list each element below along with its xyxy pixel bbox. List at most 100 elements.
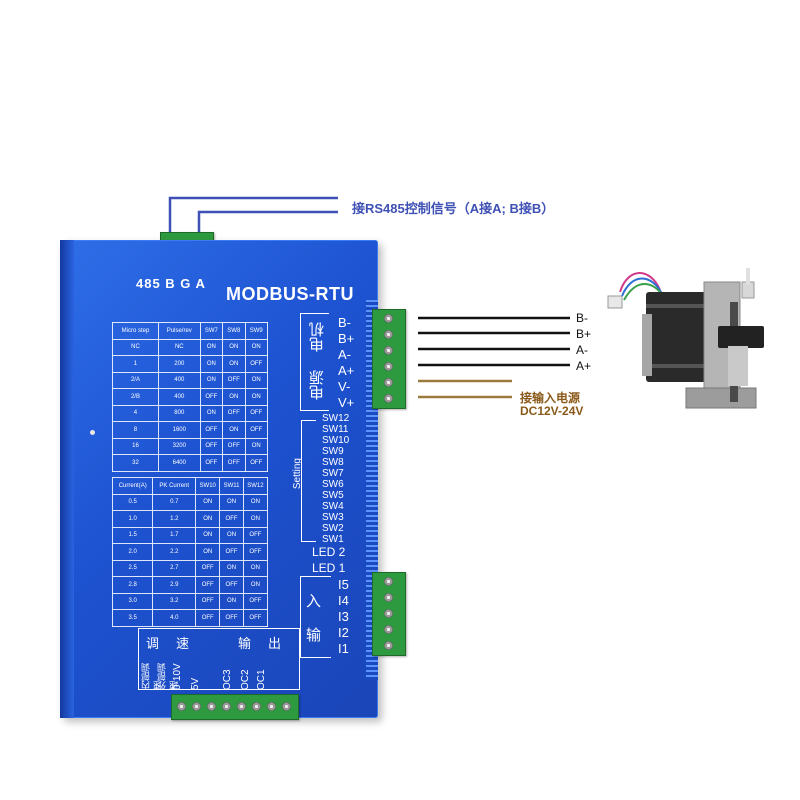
pin-label: V- <box>338 379 351 394</box>
terminal-screw <box>282 702 291 711</box>
table-cell: OFF <box>199 388 224 406</box>
switch-label: SW10 <box>322 435 350 446</box>
input-char-2: 输 <box>306 626 322 644</box>
table-cell: 2.5 <box>111 559 154 577</box>
table-cell: NC <box>112 338 159 356</box>
settings-bracket <box>301 420 316 542</box>
table-cell: ON <box>242 493 269 511</box>
table-cell: 1.7 <box>152 526 197 544</box>
pin-label: A- <box>338 347 351 362</box>
output-char-1: 输 <box>238 637 252 652</box>
table-cell: 400 <box>157 371 201 389</box>
rs485-line-inner <box>197 210 338 232</box>
rs485-note: 接RS485控制信号（A接A; B接B） <box>352 201 555 216</box>
terminal-screw <box>237 702 246 711</box>
bottom-pin-label: 0-10V <box>172 663 183 690</box>
switch-label: SW7 <box>322 468 344 479</box>
rs485-line-outer <box>168 196 338 232</box>
terminal-screw <box>222 702 231 711</box>
table-cell: SW10 <box>195 477 221 495</box>
table-cell: 2.7 <box>152 559 197 577</box>
terminal-screw <box>384 314 393 323</box>
table-cell: 1.2 <box>152 510 197 528</box>
terminal-screw <box>252 702 261 711</box>
terminal-screw <box>384 593 393 602</box>
table-cell: OFF <box>222 404 246 422</box>
table-cell: Pulse/rev <box>157 322 201 340</box>
input-label: I1 <box>338 641 349 656</box>
bottom-pin-label: OC3 <box>222 669 233 690</box>
table-cell: OFF <box>195 609 221 627</box>
table-cell: OFF <box>244 421 269 439</box>
table-cell: 800 <box>157 404 201 422</box>
table-cell: Micro step <box>112 322 159 340</box>
table-cell: OFF <box>199 437 224 455</box>
terminal-screw <box>384 362 393 371</box>
switch-label: SW11 <box>322 424 349 435</box>
mount-hole <box>90 430 95 435</box>
table-cell: OFF <box>219 609 244 627</box>
table-cell: ON <box>195 510 221 528</box>
table-cell: 0.7 <box>152 493 197 511</box>
table-cell: 16 <box>112 437 159 455</box>
stepper-motor-image <box>607 268 764 409</box>
table-cell: 3.0 <box>111 592 154 610</box>
table-cell: Current(A) <box>111 477 154 495</box>
table-cell: 6400 <box>157 454 201 472</box>
terminal-screw <box>384 641 393 650</box>
led-1-label: LED 1 <box>312 561 346 575</box>
table-cell: OFF <box>242 609 269 627</box>
table-cell: OFF <box>199 454 224 472</box>
settings-label: Setting <box>292 458 303 490</box>
table-cell: SW7 <box>199 322 224 340</box>
table-cell: NC <box>157 338 201 356</box>
pin-label: B+ <box>338 331 355 346</box>
table-cell: 3.2 <box>152 592 197 610</box>
bottom-pin-label: 5V <box>190 677 201 690</box>
driver-edge <box>60 240 74 718</box>
input-label: I5 <box>338 577 349 592</box>
table-cell: OFF <box>195 592 221 610</box>
switch-label: SW1 <box>322 534 344 545</box>
terminal-screw <box>384 625 393 634</box>
switch-label: SW5 <box>322 490 344 501</box>
switch-label: SW2 <box>322 523 344 534</box>
table-cell: ON <box>219 559 244 577</box>
pin-label: A+ <box>338 363 355 378</box>
table-cell: OFF <box>242 543 269 561</box>
switch-label: SW9 <box>322 446 344 457</box>
terminal-screw <box>384 609 393 618</box>
driver-title: MODBUS-RTU <box>226 284 354 304</box>
switch-label: SW8 <box>322 457 344 468</box>
table-cell: OFF <box>219 510 244 528</box>
terminal-screw <box>384 394 393 403</box>
table-cell: OFF <box>242 592 269 610</box>
table-cell: ON <box>242 510 269 528</box>
wire-label: A- <box>576 343 588 357</box>
wire-label: B- <box>576 311 588 325</box>
table-cell: OFF <box>199 421 224 439</box>
input-char-1: 入 <box>306 592 322 610</box>
table-cell: OFF <box>195 559 221 577</box>
input-label: I4 <box>338 593 349 608</box>
input-label: I3 <box>338 609 349 624</box>
bottom-pin-label: OC1 <box>256 669 267 690</box>
terminal-screw <box>192 702 201 711</box>
speed-char-2: 速 <box>176 637 190 652</box>
input-bracket <box>300 576 331 658</box>
switch-label: SW4 <box>322 501 344 512</box>
